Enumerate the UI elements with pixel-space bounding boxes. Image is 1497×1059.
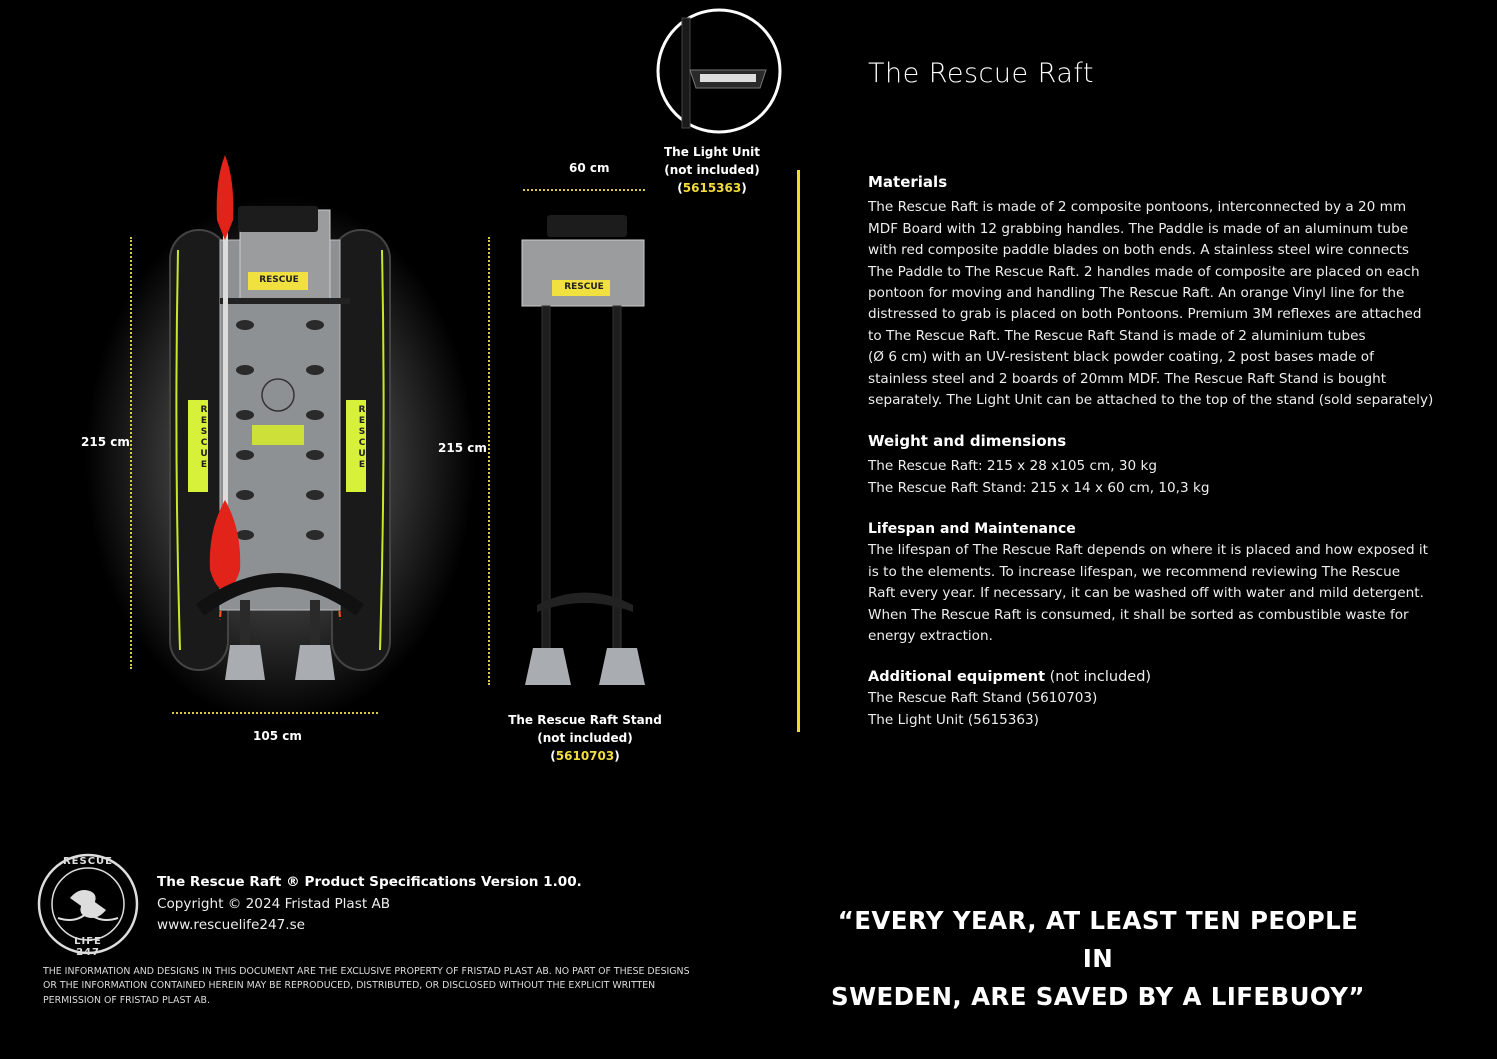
light-unit-code-value: 5615363 (682, 181, 742, 195)
materials-line: with red composite paddle blades on both… (868, 242, 1409, 259)
additional-section: Additional equipment (not included) The … (868, 667, 1458, 731)
raft-width-line (172, 712, 378, 714)
page-title: The Rescue Raft (868, 58, 1095, 89)
weight-line: The Rescue Raft Stand: 215 x 14 x 60 cm,… (868, 479, 1210, 496)
lifespan-line: When The Rescue Raft is consumed, it sha… (868, 606, 1409, 623)
quote-line-2: SWEDEN, ARE SAVED BY A LIFEBUOY” (831, 982, 1365, 1011)
website-link[interactable]: www.rescuelife247.se (157, 917, 306, 934)
stand-height-label: 215 cm (438, 441, 487, 455)
stand-badge: RESCUE (564, 282, 604, 292)
materials-heading: Materials (868, 173, 948, 191)
materials-line: The Paddle to The Rescue Raft. 2 handles… (868, 263, 1420, 280)
quote-line-1: “EVERY YEAR, AT LEAST TEN PEOPLE IN (837, 906, 1359, 973)
stand-width-label: 60 cm (569, 161, 610, 175)
lifebuoy-quote: “EVERY YEAR, AT LEAST TEN PEOPLE IN SWED… (828, 902, 1368, 1016)
stand-height-line (488, 237, 490, 685)
footer-info: The Rescue Raft ® Product Specifications… (157, 872, 582, 937)
raft-side-badge-right: RESCUE (357, 405, 367, 471)
weight-heading: Weight and dimensions (868, 432, 1067, 450)
additional-line: The Rescue Raft Stand (5610703) (868, 690, 1098, 707)
rescue-life-logo (37, 853, 139, 955)
light-unit-name: The Light Unit (664, 145, 760, 159)
materials-line: The Rescue Raft is made of 2 composite p… (868, 199, 1407, 216)
materials-line: separately. The Light Unit can be attach… (868, 392, 1434, 409)
materials-line: pontoon for moving and handling The Resc… (868, 285, 1405, 302)
weight-line: The Rescue Raft: 215 x 28 x105 cm, 30 kg (868, 458, 1157, 475)
logo-text-top: RESCUE (62, 856, 114, 867)
raft-height-label: 215 cm (81, 435, 130, 449)
light-unit-image (656, 8, 782, 134)
lifespan-heading: Lifespan and Maintenance (868, 521, 1076, 537)
materials-line: (Ø 6 cm) with an UV-resistent black powd… (868, 349, 1374, 366)
lifespan-section: Lifespan and Maintenance The lifespan of… (868, 519, 1458, 647)
light-unit-note: (not included) (664, 163, 760, 177)
raft-side-badge-left: RESCUE (199, 405, 209, 471)
lifespan-line: energy extraction. (868, 628, 993, 645)
legal-notice: THE INFORMATION AND DESIGNS IN THIS DOCU… (43, 966, 690, 1006)
logo-text-bottom: LIFE 247 (74, 936, 102, 958)
stand-name: The Rescue Raft Stand (508, 713, 662, 727)
lifespan-line: is to the elements. To increase lifespan… (868, 563, 1401, 580)
materials-line: MDF Board with 12 grabbing handles. The … (868, 220, 1409, 237)
stand-note: (not included) (537, 731, 633, 745)
rescue-raft-image (169, 155, 391, 680)
light-unit-caption: The Light Unit (not included) (5615363) (642, 143, 782, 197)
lifespan-line: The lifespan of The Rescue Raft depends … (868, 542, 1429, 559)
stand-code-value: 5610703 (555, 749, 615, 763)
materials-line: stainless steel and 2 boards of 20mm MDF… (868, 370, 1387, 387)
raft-height-line (130, 237, 132, 669)
raft-top-badge: RESCUE (259, 275, 299, 285)
additional-heading: Additional equipment (868, 669, 1046, 685)
light-unit-code: (5615363) (677, 181, 747, 195)
rescue-raft-stand-image (521, 215, 645, 685)
stand-code: (5610703) (550, 749, 620, 763)
materials-section: Materials The Rescue Raft is made of 2 c… (868, 172, 1458, 411)
copyright-line: Copyright © 2024 Fristad Plast AB (157, 895, 391, 912)
stand-caption: The Rescue Raft Stand (not included) (56… (505, 711, 665, 765)
product-spec-line: The Rescue Raft ® Product Specifications… (157, 874, 582, 890)
raft-width-label: 105 cm (253, 729, 302, 743)
weight-section: Weight and dimensions The Rescue Raft: 2… (868, 431, 1458, 499)
additional-line: The Light Unit (5615363) (868, 711, 1039, 728)
stand-width-line (523, 189, 645, 191)
lifespan-line: Raft every year. If necessary, it can be… (868, 585, 1424, 602)
accent-divider (797, 170, 800, 732)
materials-line: distressed to grab is placed on both Pon… (868, 306, 1422, 323)
additional-heading-note: (not included) (1049, 669, 1152, 685)
materials-line: to The Rescue Raft. The Rescue Raft Stan… (868, 327, 1366, 344)
